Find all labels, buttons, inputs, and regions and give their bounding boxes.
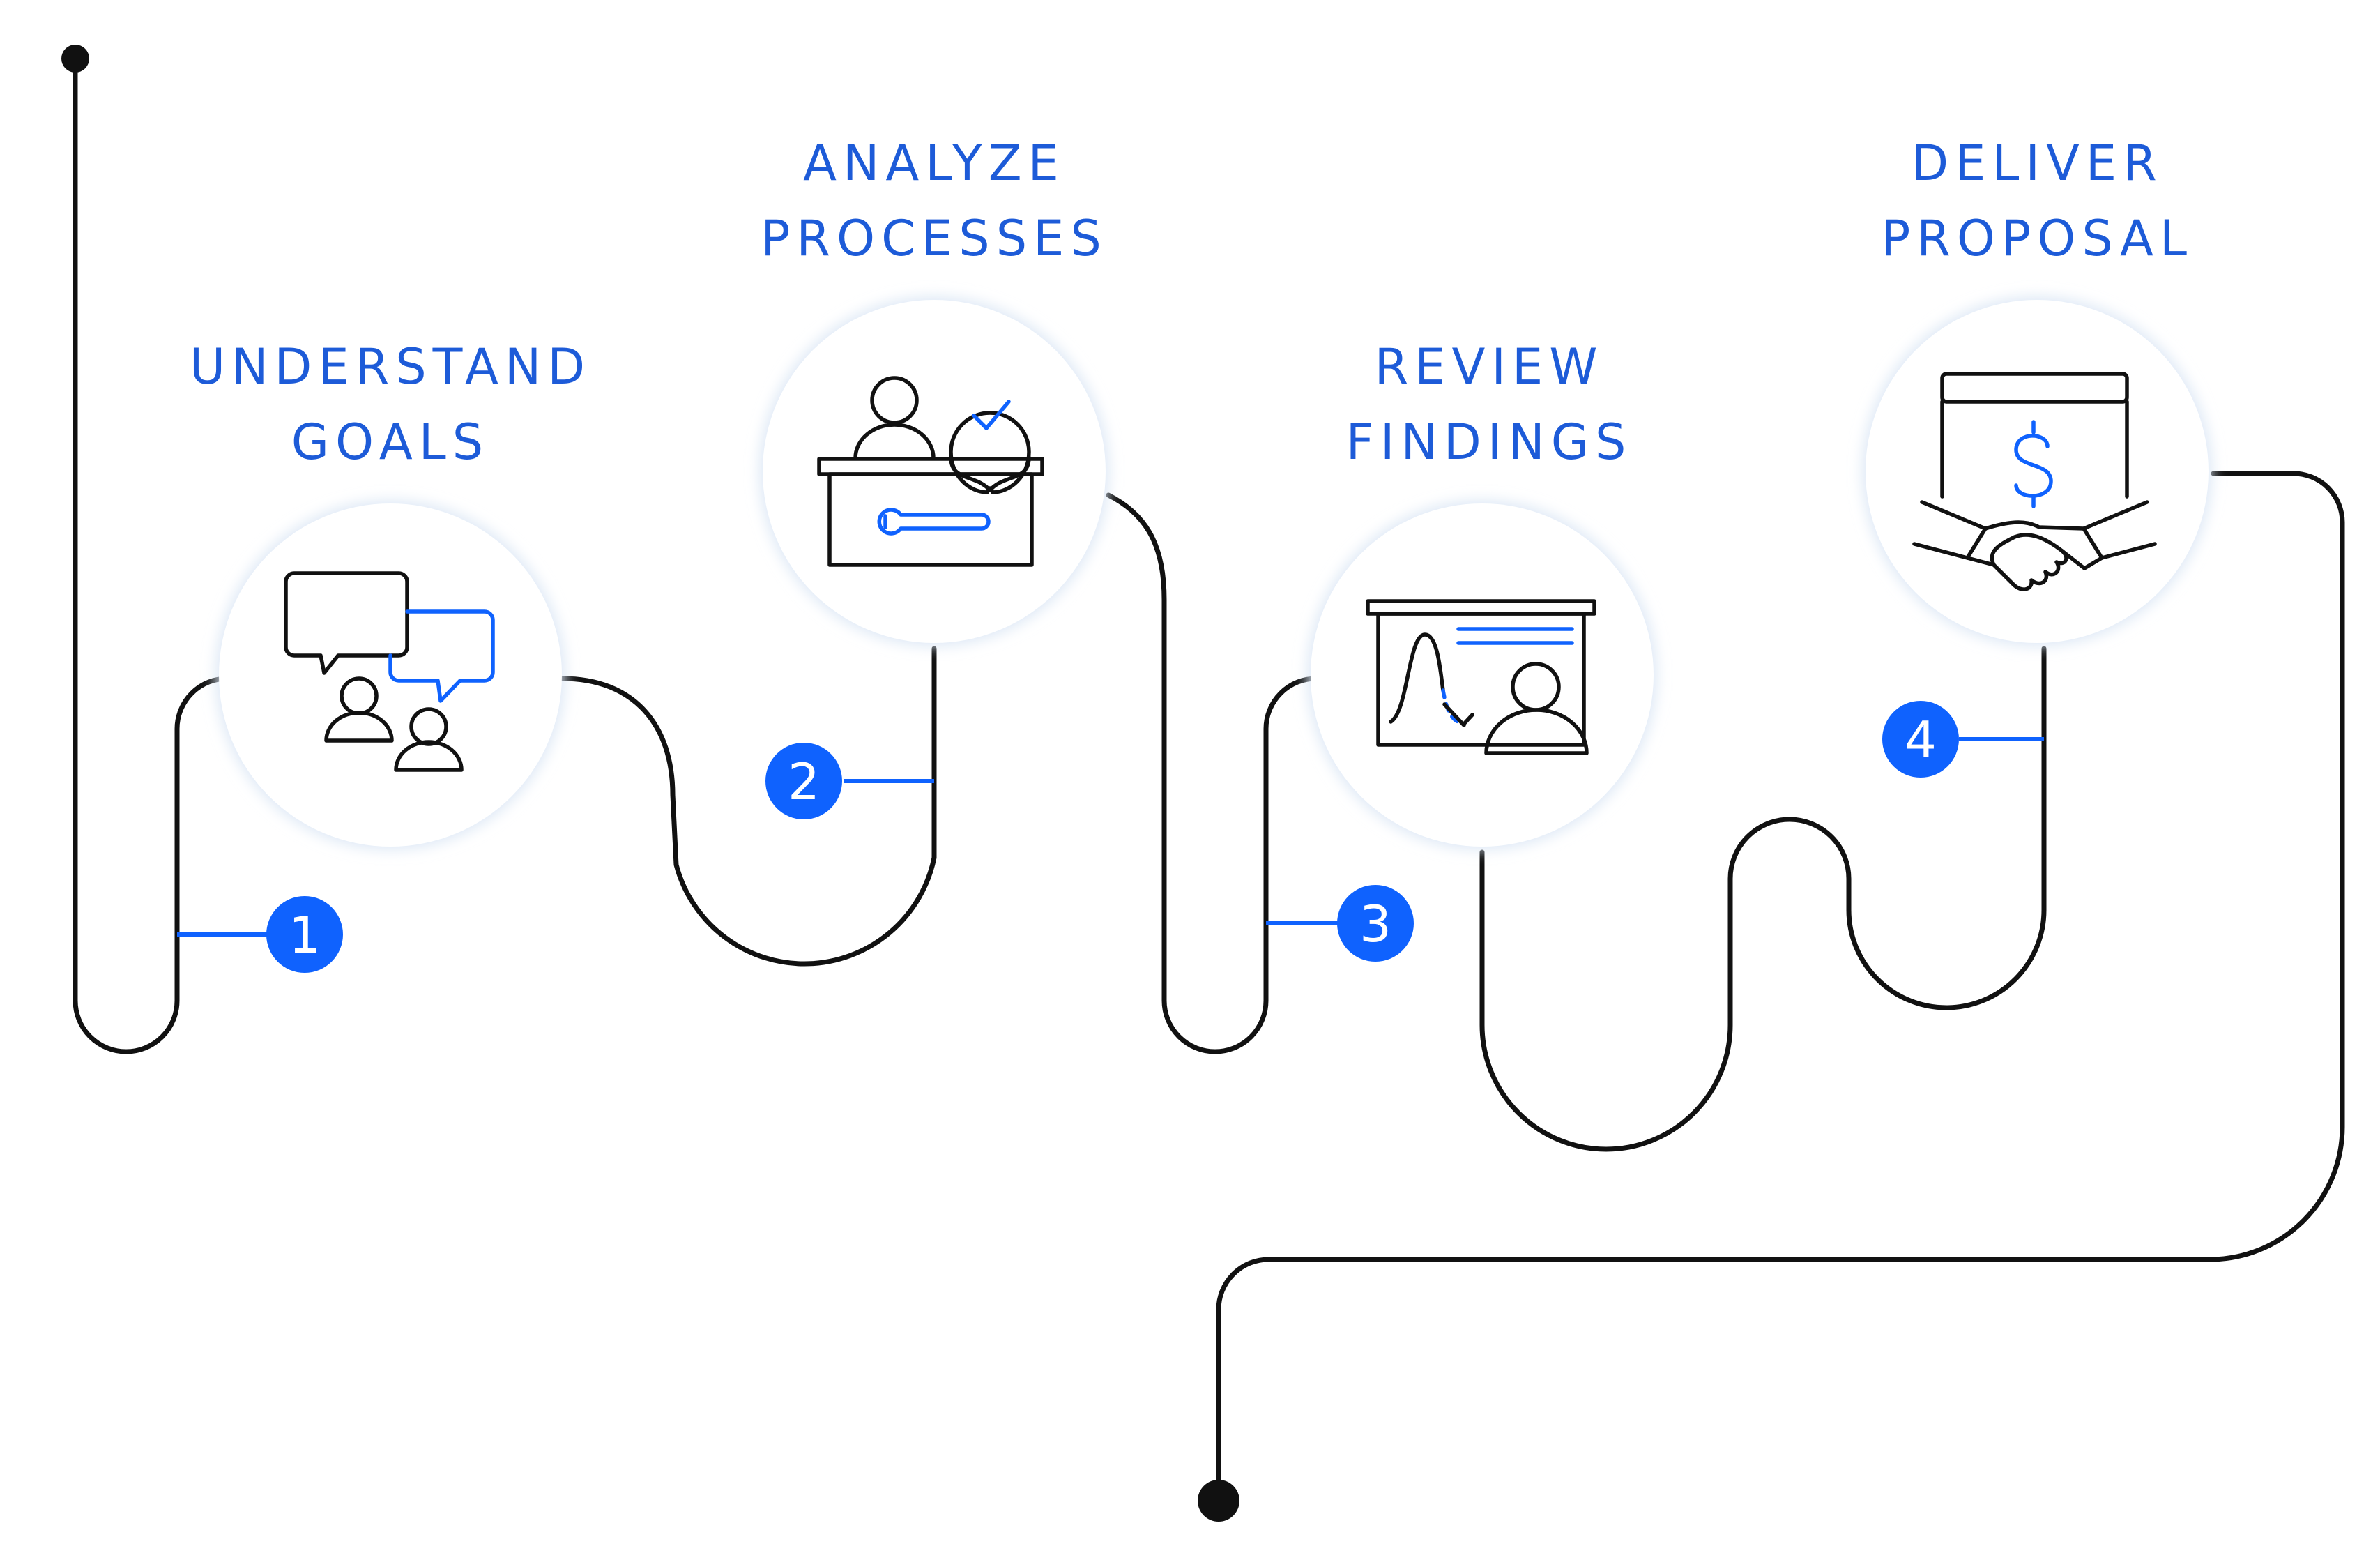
dashed-curve (1441, 688, 1466, 726)
step-3-title-line2: FINDINGS (1346, 414, 1633, 471)
step-2-title-line1: ANALYZE (803, 135, 1065, 192)
wrench-icon (877, 508, 991, 536)
checkmark-icon (972, 400, 1011, 430)
step-4-title-line2: PROPOSAL (1881, 210, 2193, 267)
step-2-title-line2: PROCESSES (761, 210, 1108, 267)
blue-speech-bubble (388, 609, 495, 703)
step-3-badge (1337, 885, 1414, 962)
step-4-badge (1882, 701, 1959, 778)
desk-wrench-checkmark-icon (817, 376, 1044, 567)
step-3-title-line1: REVIEW (1375, 338, 1604, 395)
step-3: REVIEW FINDINGS 3 (1266, 338, 1656, 962)
step-2-circle (763, 300, 1106, 643)
presentation-board-icon (1366, 599, 1596, 755)
step-2-badge (765, 743, 842, 819)
conversation-people-icon (284, 571, 495, 772)
step-4-number: 4 (1905, 711, 1937, 769)
handshake-dollar-icon (1912, 372, 2157, 591)
dollar-sign-icon (2014, 420, 2053, 508)
start-dot (61, 45, 89, 73)
step-1-badge (266, 896, 343, 973)
step-1-title-line1: UNDERSTAND (190, 338, 591, 395)
step-1-title-line2: GOALS (291, 414, 489, 471)
step-4-circle (1866, 300, 2209, 643)
step-3-number: 3 (1359, 895, 1391, 953)
process-path-line (73, 56, 2345, 1502)
step-4: DELIVER PROPOSAL 4 (1863, 135, 2211, 778)
end-dot (1198, 1480, 1239, 1522)
step-1-number: 1 (289, 906, 321, 964)
step-4-title-line1: DELIVER (1911, 135, 2163, 192)
step-1: UNDERSTAND GOALS 1 (177, 338, 591, 973)
step-2-number: 2 (788, 752, 820, 811)
step-3-circle (1311, 503, 1654, 847)
step-2: ANALYZE PROCESSES 2 (760, 135, 1108, 819)
